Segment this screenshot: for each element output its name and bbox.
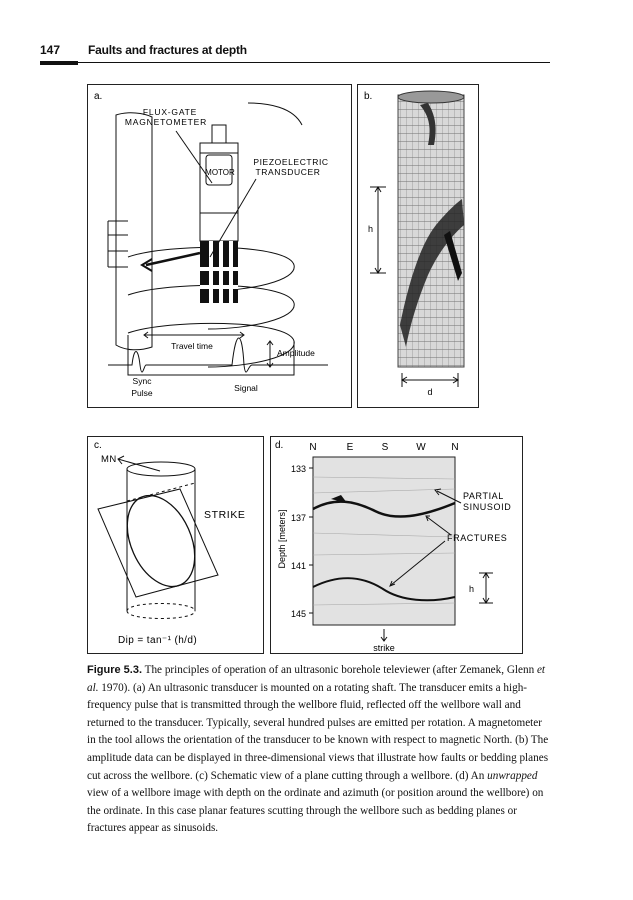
dipping-plane — [97, 482, 219, 598]
fractures-label: FRACTURES — [447, 533, 507, 543]
signal-waveform — [108, 331, 328, 373]
page-number: 147 — [40, 43, 61, 57]
caption-text-2: 1970). (a) An ultrasonic transducer is m… — [87, 681, 549, 782]
partial-sinusoid-label-1: PARTIAL — [463, 491, 504, 501]
panel-b-h-label: h — [368, 224, 373, 234]
running-title: Faults and fractures at depth — [88, 43, 247, 57]
amplitude-label: Amplitude — [277, 348, 315, 358]
motor-label: MOTOR — [205, 168, 235, 177]
azimuth-label-w: W — [416, 442, 426, 453]
dip-formula: Dip = tan⁻¹ (h/d) — [118, 635, 197, 646]
depth-tick-137: 137 — [291, 513, 306, 523]
azimuth-label-e: E — [347, 442, 354, 453]
leader-lines — [175, 130, 257, 258]
caption-etal: et al. — [87, 664, 546, 694]
partial-sinusoid-label-2: SINUSOID — [463, 502, 511, 512]
sync-label-2: Pulse — [131, 388, 153, 398]
azimuth-label-s: S — [382, 442, 389, 453]
panel-c-label: c. — [94, 440, 102, 451]
televiewer-tool — [199, 124, 239, 303]
strike-label: STRIKE — [204, 509, 246, 521]
header-rule — [40, 62, 550, 63]
panel-a-diagram: a. FLUX-GATE MAGNETOMETER — [94, 91, 328, 398]
height-arrow-d — [479, 572, 493, 604]
caption-text-1: The principles of operation of an ultras… — [142, 664, 537, 676]
panel-c-diagram: c. MN STRIKE Dip = tan⁻¹ (h/d) — [94, 440, 246, 646]
pulse-arrow — [140, 251, 201, 272]
unwrapped-image — [312, 456, 456, 626]
strike-axis-label: strike — [373, 643, 395, 653]
diameter-arrow — [401, 373, 459, 387]
piezo-label-2: TRANSDUCER — [255, 167, 320, 177]
figure-caption: Figure 5.3. The principles of operation … — [87, 662, 549, 838]
azimuth-label-n2: N — [451, 442, 458, 453]
panel-a-label: a. — [94, 91, 102, 102]
depth-ticks: 133 137 141 145 — [291, 464, 313, 619]
panel-d-diagram: d. N E S W N 133 137 — [275, 440, 511, 653]
panel-d: d. N E S W N 133 137 — [270, 436, 523, 654]
panel-a: a. FLUX-GATE MAGNETOMETER — [87, 84, 352, 408]
panel-d-label: d. — [275, 440, 283, 451]
fluxgate-label-2: MAGNETOMETER — [125, 117, 207, 127]
borehole-wall — [115, 102, 303, 351]
depth-tick-141: 141 — [291, 561, 306, 571]
sync-label-1: Sync — [133, 376, 153, 386]
depth-axis-label: Depth [meters] — [277, 509, 287, 568]
depth-tick-145: 145 — [291, 609, 306, 619]
panel-b: b. h d — [357, 84, 479, 408]
running-header: 147 Faults and fractures at depth — [40, 40, 550, 65]
fluxgate-label-1: FLUX-GATE — [143, 107, 197, 117]
piezo-label-1: PIEZOELECTRIC — [253, 157, 328, 167]
borehole-rings — [107, 220, 295, 376]
panel-b-diagram: b. h d — [364, 90, 465, 397]
height-arrow — [370, 186, 386, 274]
signal-label: Signal — [234, 383, 258, 393]
cylinder — [126, 461, 196, 619]
strike-arrow — [380, 629, 388, 642]
caption-text-3: view of a wellbore image with depth on t… — [87, 787, 544, 835]
header-rule-accent — [40, 61, 78, 65]
mn-label: MN — [101, 454, 117, 465]
figure-label: Figure 5.3. — [87, 664, 143, 676]
azimuth-label-n1: N — [309, 442, 316, 453]
panel-b-d-label: d — [427, 387, 432, 397]
azimuth-labels: N E S W N — [309, 442, 458, 453]
panel-b-label: b. — [364, 91, 372, 102]
travel-time-label: Travel time — [171, 341, 213, 351]
caption-unwrapped: unwrapped — [487, 769, 538, 782]
mn-arrow — [117, 455, 161, 472]
depth-tick-133: 133 — [291, 464, 306, 474]
panel-d-h-label: h — [469, 584, 474, 594]
panel-c: c. MN STRIKE Dip = tan⁻¹ (h/d) — [87, 436, 264, 654]
wellbore-3d-image — [397, 90, 465, 368]
annotation-arrows — [389, 488, 462, 587]
